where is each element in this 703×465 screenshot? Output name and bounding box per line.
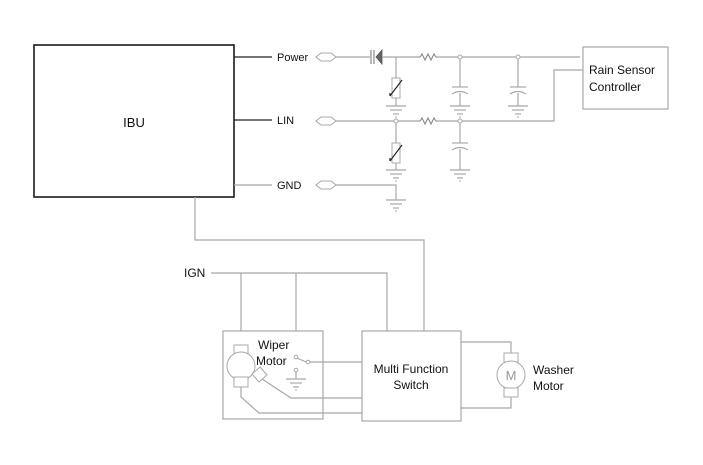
mfs-label-line2: Switch [393,378,428,392]
ibu-block [33,44,235,198]
ibu-label: IBU [123,115,145,130]
lin-node-1 [393,118,399,124]
power-node-1 [457,54,463,60]
power-varistor [389,77,403,99]
lin-capacitor [451,142,469,151]
ibu-to-mfs-wire [194,197,425,331]
washer-motor-label-line2: Motor [533,379,564,393]
power-capacitor-2 [509,86,527,95]
gnd-wire [336,184,397,200]
power-pin-label: Power [277,52,309,64]
mfs-label-line1: Multi Function [374,362,449,376]
washer-motor-symbol: M [506,368,517,383]
ground-icon [449,105,471,118]
ground-icon [449,169,471,182]
ground-icon [385,105,407,118]
gnd-pin-label: GND [277,180,302,192]
lin-node-2 [457,118,463,124]
rain-sensor-label-line1: Rain Sensor [589,63,655,77]
washer-wire-bottom [461,397,512,409]
power-diode [370,48,383,66]
washer-motor [496,352,526,398]
ground-icon [385,169,407,182]
lin-connector [315,116,337,126]
rain-sensor-controller-block [582,46,669,110]
rain-sensor-label-line2: Controller [589,80,641,94]
lin-resistor [416,117,438,125]
ground-icon [507,105,529,118]
multi-function-switch-block [361,330,462,422]
ign-label: IGN [184,266,205,280]
power-capacitor-1 [451,86,469,95]
lin-varistor [389,142,403,164]
wiper-motor-label-line1: Wiper [258,338,289,352]
washer-wire-top [461,341,512,353]
power-resistor [416,53,438,61]
gnd-connector [315,180,337,190]
ign-wire [211,272,388,331]
wiper-park-switch [293,354,311,379]
wiper-hi-wire [261,378,362,399]
washer-motor-label-line1: Washer [533,363,574,377]
lin-wire-4 [462,69,587,122]
wiper-lo-wire [240,387,362,414]
ground-icon [385,199,407,212]
wiper-motor-label-line2: Motor [256,354,287,368]
power-node-2 [515,54,521,60]
lin-pin-label: LIN [277,115,294,127]
power-connector [315,52,337,62]
